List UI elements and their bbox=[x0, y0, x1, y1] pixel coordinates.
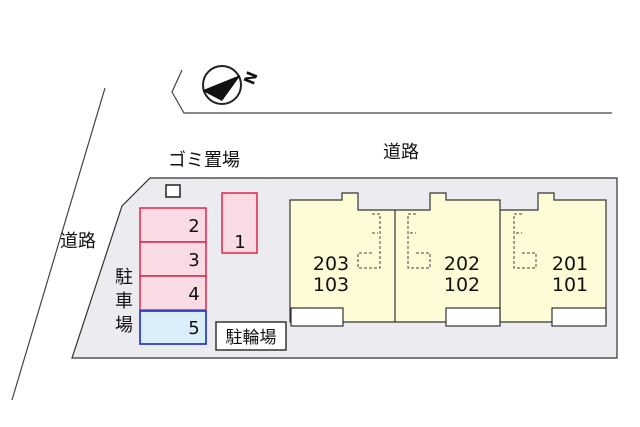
north-arrow-icon bbox=[202, 65, 242, 105]
parking-space-3-number: 3 bbox=[188, 250, 199, 271]
west-road-label: 道路 bbox=[60, 231, 96, 252]
compass-letter: N bbox=[240, 69, 261, 87]
north-road-label: 道路 bbox=[383, 142, 419, 163]
entrance-slab-203 bbox=[290, 307, 344, 327]
bicycle-parking-box bbox=[215, 321, 287, 351]
parking-space-2-number: 2 bbox=[188, 216, 199, 237]
entrance-slab-201 bbox=[551, 307, 607, 327]
parking-space-5-number: 5 bbox=[188, 318, 199, 339]
parking-space-4 bbox=[139, 275, 207, 311]
garbage-area-box bbox=[165, 184, 181, 198]
parking-label-char-2: 車 bbox=[115, 291, 133, 312]
north-road-edge bbox=[171, 69, 612, 114]
entrance-slab-202 bbox=[445, 307, 501, 327]
west-road-edge bbox=[11, 87, 106, 401]
parking-space-1 bbox=[221, 192, 258, 254]
unit-lower-number: 102 bbox=[444, 274, 480, 296]
unit-upper-number: 203 bbox=[313, 253, 349, 275]
stair-outlines bbox=[357, 213, 537, 269]
parking-label-char-3: 場 bbox=[115, 315, 133, 336]
parking-stack bbox=[139, 207, 207, 345]
parking-label-char-1: 駐 bbox=[115, 267, 133, 288]
apartment-building bbox=[289, 192, 607, 323]
parking-space-1-number: 1 bbox=[234, 232, 245, 253]
unit-lower-number: 101 bbox=[552, 274, 588, 296]
parking-space-4-number: 4 bbox=[188, 284, 199, 305]
unit-upper-number: 201 bbox=[552, 253, 588, 275]
unit-upper-number: 202 bbox=[444, 253, 480, 275]
garbage-area-label: ゴミ置場 bbox=[168, 150, 240, 171]
parking-space-5 bbox=[139, 310, 207, 345]
bicycle-parking-label: 駐輪場 bbox=[226, 328, 277, 348]
unit-lower-number: 103 bbox=[313, 274, 349, 296]
